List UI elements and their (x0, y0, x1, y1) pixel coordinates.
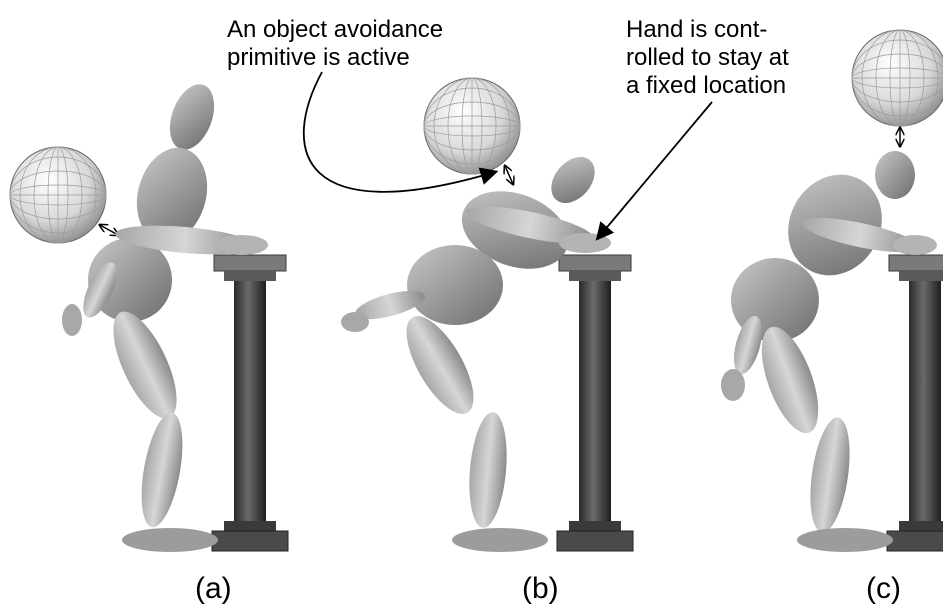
hand-annotation: Hand is cont- rolled to stay at a fixed … (626, 16, 789, 99)
avoidance-annotation: An object avoidance primitive is active (227, 16, 444, 71)
hand-callout-arrow (595, 101, 713, 241)
panel-b (341, 77, 634, 552)
mannequin-b (341, 156, 611, 552)
panel-label-c: (c) (866, 572, 901, 605)
pedestal-c (886, 254, 943, 552)
mannequin-c (721, 151, 937, 552)
obstacle-sphere-a (9, 146, 107, 244)
obstacle-sphere-c (851, 29, 943, 127)
clearance-arrow-b (505, 166, 513, 184)
panel-a (9, 84, 289, 552)
obstacle-sphere-b (423, 77, 521, 175)
clearance-arrow-a (100, 225, 118, 235)
pedestal-a (211, 254, 289, 552)
avoidance-callout-arrow (302, 71, 499, 193)
panel-label-b: (b) (522, 572, 559, 605)
panel-c (721, 29, 943, 552)
panel-label-a: (a) (195, 572, 232, 605)
mannequin-a (62, 84, 268, 552)
pedestal-b (556, 254, 634, 552)
